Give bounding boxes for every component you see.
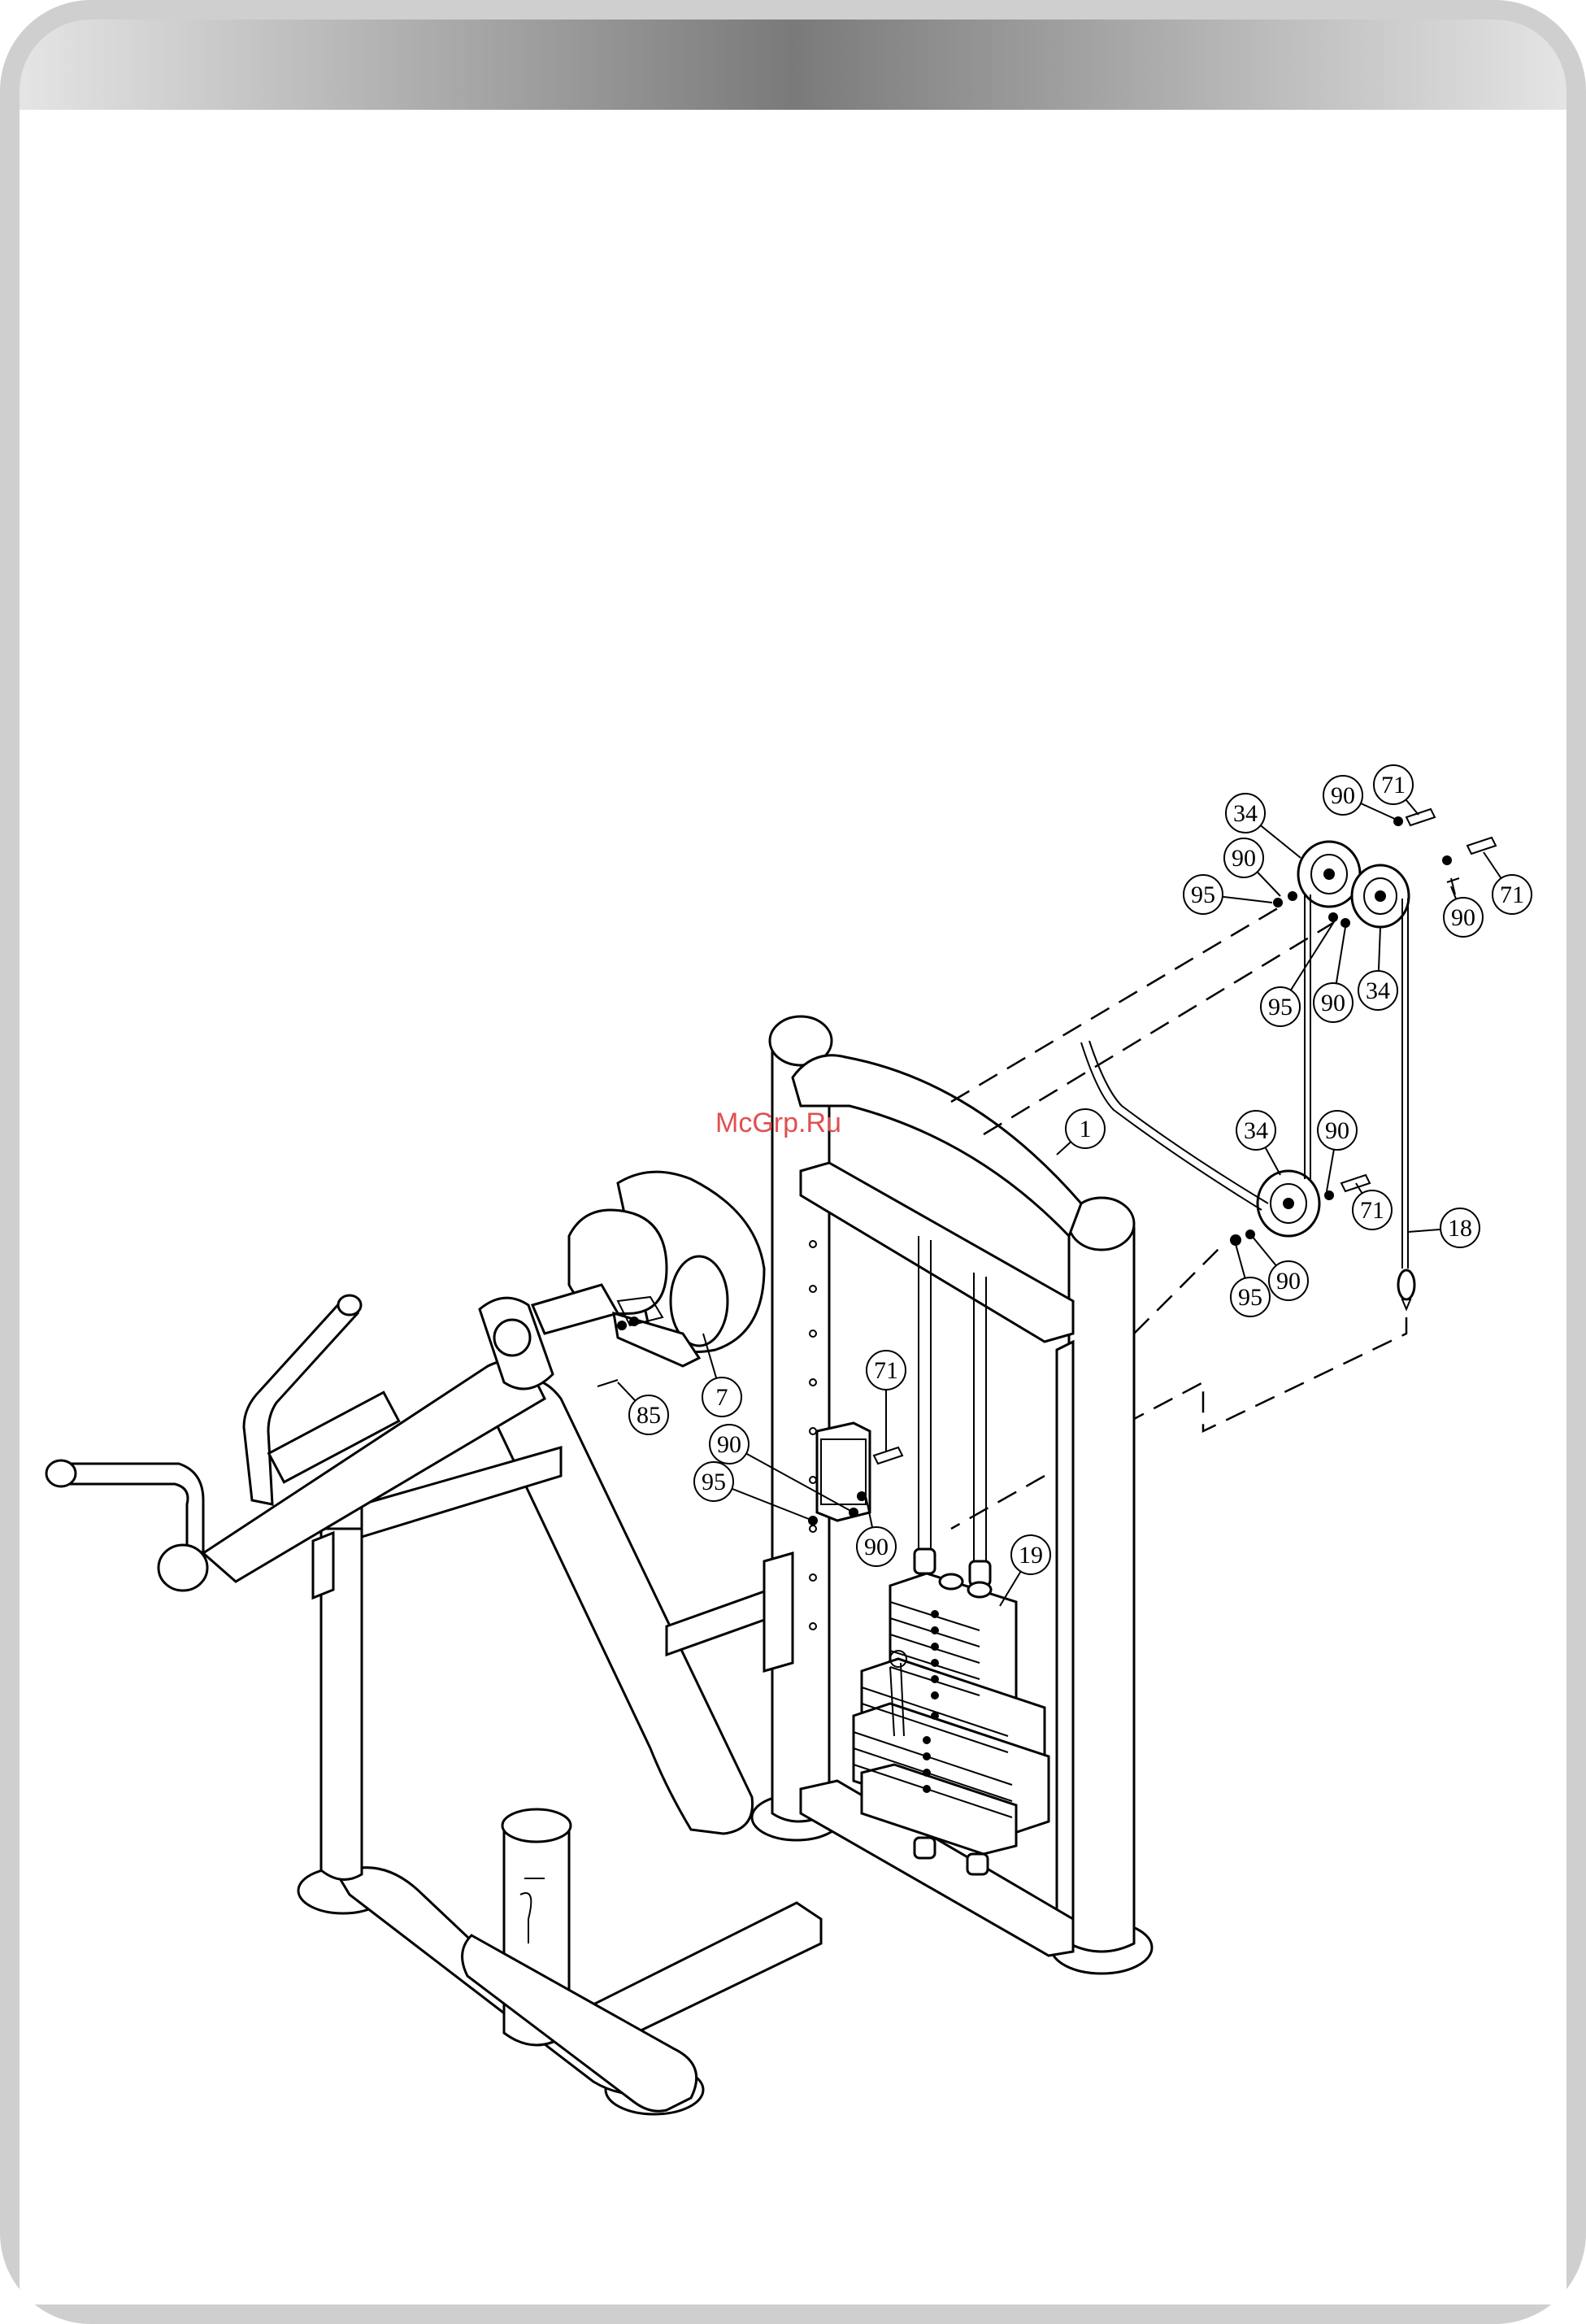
callout-label: 90 [864, 1534, 889, 1560]
assembly-line-upper-1 [951, 907, 1280, 1102]
callout-label: 18 [1448, 1215, 1472, 1242]
callout-label: 95 [702, 1469, 726, 1495]
callout-label: 95 [1191, 881, 1215, 908]
cable-vertical-left [1305, 894, 1310, 1179]
pad-arm [532, 1285, 618, 1334]
callout-label: 90 [1331, 782, 1355, 809]
callout-label: 90 [1321, 990, 1345, 1016]
callout-label: 90 [1451, 904, 1475, 931]
callout-90: 90 [1444, 886, 1483, 937]
callout-label: 71 [874, 1357, 898, 1384]
callout-label: 85 [637, 1402, 661, 1429]
callout-label: 1 [1080, 1116, 1092, 1142]
side-plate-front [313, 1533, 333, 1598]
callout-85: 85 [618, 1382, 668, 1434]
part-85-pin [597, 1380, 618, 1386]
frame-side-plate [1057, 1342, 1073, 1952]
callout-label: 90 [717, 1431, 741, 1458]
assembly-line-lower [1134, 1244, 1223, 1334]
callout-95: 95 [1184, 875, 1272, 914]
arm-end-cap [159, 1545, 207, 1591]
callout-19: 19 [1000, 1535, 1050, 1606]
callout-label: 34 [1244, 1117, 1268, 1144]
callout-label: 90 [1325, 1117, 1349, 1144]
cable-end-stud [1402, 1299, 1410, 1309]
callout-95: 95 [1231, 1244, 1270, 1316]
callout-label: 95 [1268, 994, 1293, 1021]
callout-71: 71 [1484, 852, 1532, 914]
callout-71: 71 [1353, 1183, 1392, 1229]
callout-label: 71 [1500, 881, 1524, 908]
callout-71: 71 [1374, 765, 1419, 815]
rod-collar-left [915, 1549, 935, 1573]
assembly-line-cable [1134, 1317, 1406, 1431]
callout-label: 71 [1360, 1197, 1384, 1224]
callout-1: 1 [1057, 1109, 1105, 1155]
callout-label: 7 [716, 1384, 728, 1411]
callout-90: 90 [1314, 927, 1353, 1022]
seat-post-top [502, 1809, 571, 1842]
callout-label: 90 [1232, 845, 1256, 872]
lever-pivot-hub [494, 1320, 530, 1356]
callout-71: 71 [867, 1351, 906, 1451]
callout-label: 90 [1276, 1268, 1301, 1295]
callout-label: 34 [1366, 977, 1390, 1004]
callout-90: 90 [1224, 838, 1280, 896]
callout-34: 34 [1358, 927, 1397, 1010]
assembly-line-upper-2 [984, 923, 1333, 1134]
callout-label: 19 [1019, 1542, 1043, 1569]
callout-label: 95 [1238, 1284, 1262, 1311]
side-plate-rear [764, 1553, 793, 1671]
frame-right-upright [1069, 1228, 1134, 1952]
cable-vertical-right [1402, 899, 1408, 1269]
callout-label: 34 [1233, 800, 1258, 827]
cable-end-fitting [1398, 1270, 1414, 1299]
handle-left-end [46, 1460, 76, 1486]
callout-label: 71 [1381, 772, 1406, 799]
assembly-line-stack [951, 1476, 1045, 1529]
callout-34: 34 [1236, 1111, 1280, 1175]
watermark-text: McGrp.Ru [715, 1108, 841, 1138]
callout-18: 18 [1408, 1208, 1480, 1247]
front-foot-bar [463, 1935, 697, 2111]
handle-right-end [338, 1295, 361, 1315]
pulley-upper-right [1352, 865, 1409, 927]
